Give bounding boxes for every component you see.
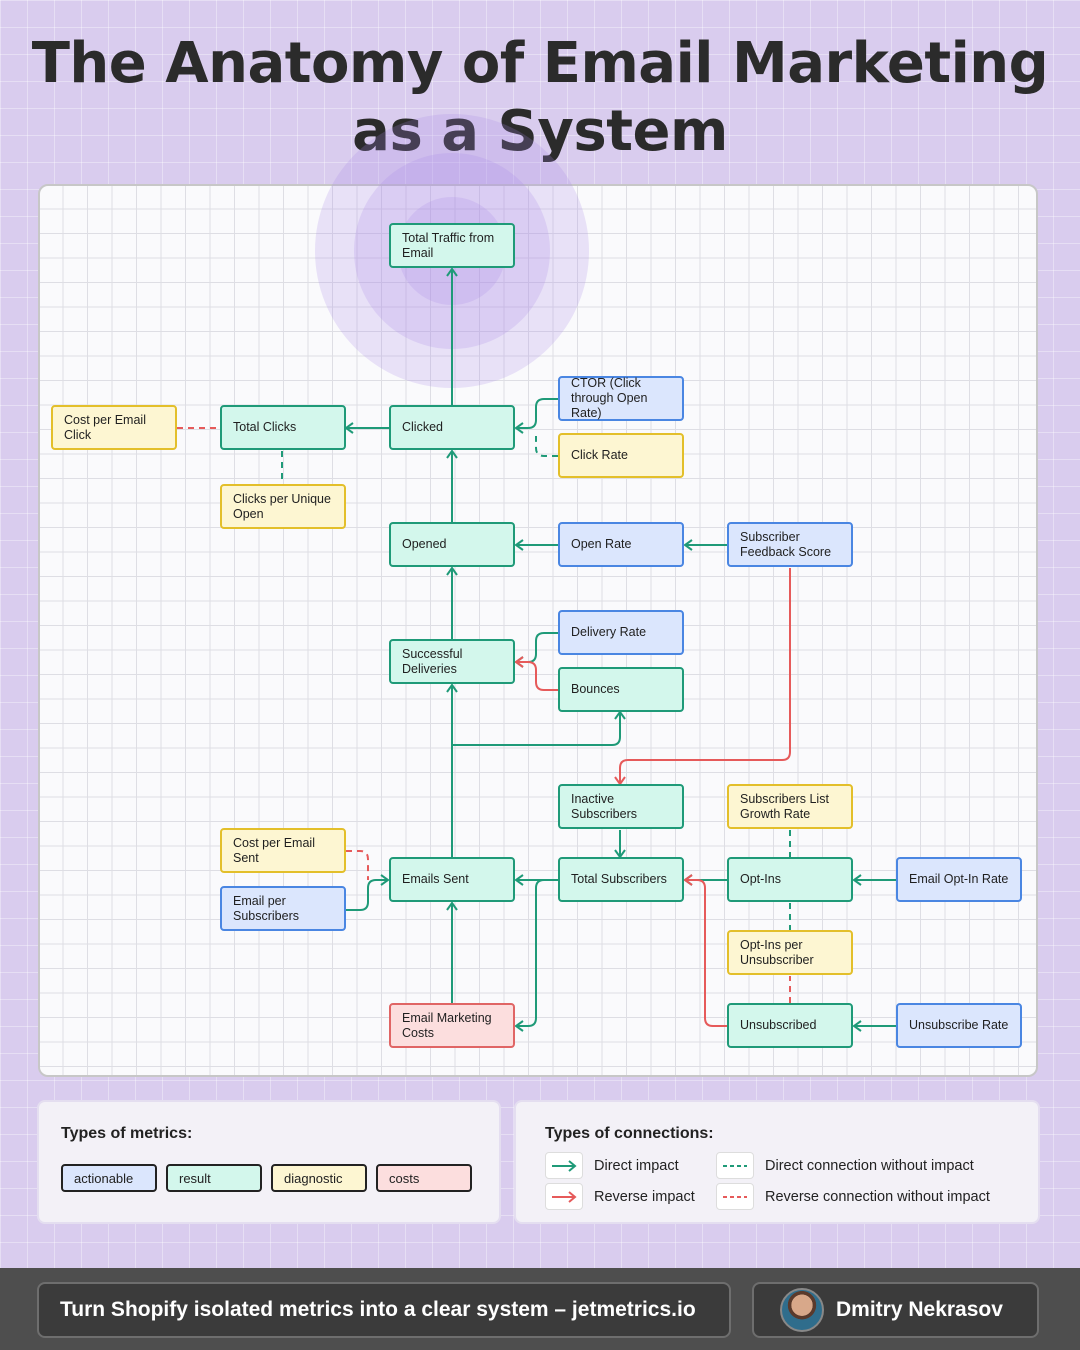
reverse-impact-label: Reverse impact xyxy=(594,1188,695,1205)
node-total-traffic[interactable]: Total Traffic from Email xyxy=(389,223,515,268)
node-total-clicks[interactable]: Total Clicks xyxy=(220,405,346,450)
node-click-rate[interactable]: Click Rate xyxy=(558,433,684,478)
reverse-no-impact-swatch xyxy=(716,1183,754,1210)
page-title: The Anatomy of Email Marketing as a Syst… xyxy=(0,30,1080,166)
legend-metrics-title: Types of metrics: xyxy=(61,1125,193,1142)
legend-metrics-panel: Types of metrics: actionable result diag… xyxy=(37,1100,501,1224)
node-unsubscribe-rate[interactable]: Unsubscribe Rate xyxy=(896,1003,1022,1048)
legend-reverse-impact: Reverse impact xyxy=(545,1183,695,1210)
title-line-1: The Anatomy of Email Marketing xyxy=(31,31,1049,96)
node-opt-ins[interactable]: Opt-Ins xyxy=(727,857,853,902)
node-label: Cost per Email Click xyxy=(64,412,146,442)
node-label: Bounces xyxy=(571,682,620,696)
node-label: Subscribers List Growth Rate xyxy=(740,791,829,821)
node-label: Opt-Ins per Unsubscriber xyxy=(740,937,814,967)
author-name: Dmitry Nekrasov xyxy=(836,1298,1003,1321)
node-clicks-per-unique-open[interactable]: Clicks per Unique Open xyxy=(220,484,346,529)
legend-direct-no-impact: Direct connection without impact xyxy=(716,1152,974,1179)
node-label: Email per Subscribers xyxy=(233,893,299,923)
node-clicked[interactable]: Clicked xyxy=(389,405,515,450)
avatar xyxy=(780,1288,824,1332)
legend-direct-impact: Direct impact xyxy=(545,1152,679,1179)
node-subscribers-list-growth-rate[interactable]: Subscribers List Growth Rate xyxy=(727,784,853,829)
node-delivery-rate[interactable]: Delivery Rate xyxy=(558,610,684,655)
node-bounces[interactable]: Bounces xyxy=(558,667,684,712)
node-opt-ins-per-unsubscriber[interactable]: Opt-Ins per Unsubscriber xyxy=(727,930,853,975)
diagram-canvas xyxy=(38,184,1038,1077)
node-email-marketing-costs[interactable]: Email Marketing Costs xyxy=(389,1003,515,1048)
node-label: Click Rate xyxy=(571,448,628,462)
direct-no-impact-label: Direct connection without impact xyxy=(765,1157,974,1174)
node-ctor[interactable]: CTOR (Click through Open Rate) xyxy=(558,376,684,421)
legend-connections-title: Types of connections: xyxy=(545,1125,714,1142)
author-badge[interactable]: Dmitry Nekrasov xyxy=(752,1282,1039,1338)
node-label: Total Clicks xyxy=(233,420,297,434)
legend-connections-panel: Types of connections: Direct impact Reve… xyxy=(514,1100,1040,1224)
node-label: Clicks per Unique Open xyxy=(233,491,331,521)
title-line-2: as a System xyxy=(352,99,728,164)
node-label: Clicked xyxy=(402,420,443,434)
legend-actionable: actionable xyxy=(61,1164,157,1192)
node-label: Opened xyxy=(402,537,447,551)
direct-impact-label: Direct impact xyxy=(594,1157,679,1174)
node-inactive-subscribers[interactable]: Inactive Subscribers xyxy=(558,784,684,829)
node-label: Delivery Rate xyxy=(571,625,647,639)
cta-link[interactable]: Turn Shopify isolated metrics into a cle… xyxy=(37,1282,731,1338)
node-label: Email Opt-In Rate xyxy=(909,872,1009,886)
legend-diagnostic: diagnostic xyxy=(271,1164,367,1192)
node-label: Total Subscribers xyxy=(571,872,667,886)
node-label: Successful Deliveries xyxy=(402,646,463,676)
node-opened[interactable]: Opened xyxy=(389,522,515,567)
direct-impact-swatch xyxy=(545,1152,583,1179)
reverse-impact-swatch xyxy=(545,1183,583,1210)
legend-result: result xyxy=(166,1164,262,1192)
node-successful-deliveries[interactable]: Successful Deliveries xyxy=(389,639,515,684)
node-cost-per-email-sent[interactable]: Cost per Email Sent xyxy=(220,828,346,873)
node-label: Opt-Ins xyxy=(740,872,781,886)
node-label: Unsubscribed xyxy=(740,1018,817,1032)
node-label: Unsubscribe Rate xyxy=(909,1018,1009,1032)
legend-costs: costs xyxy=(376,1164,472,1192)
node-unsubscribed[interactable]: Unsubscribed xyxy=(727,1003,853,1048)
node-label: CTOR (Click through Open Rate) xyxy=(571,376,648,420)
node-cost-per-email-click[interactable]: Cost per Email Click xyxy=(51,405,177,450)
node-label: Open Rate xyxy=(571,537,632,551)
node-label: Inactive Subscribers xyxy=(571,791,637,821)
node-email-opt-in-rate[interactable]: Email Opt-In Rate xyxy=(896,857,1022,902)
node-label: Emails Sent xyxy=(402,872,469,886)
footer-bar: Turn Shopify isolated metrics into a cle… xyxy=(0,1268,1080,1350)
node-label: Cost per Email Sent xyxy=(233,835,315,865)
node-email-per-subscribers[interactable]: Email per Subscribers xyxy=(220,886,346,931)
node-emails-sent[interactable]: Emails Sent xyxy=(389,857,515,902)
node-label: Total Traffic from Email xyxy=(402,230,495,260)
node-label: Subscriber Feedback Score xyxy=(740,529,832,559)
node-total-subscribers[interactable]: Total Subscribers xyxy=(558,857,684,902)
reverse-no-impact-label: Reverse connection without impact xyxy=(765,1188,990,1205)
direct-no-impact-swatch xyxy=(716,1152,754,1179)
legend-reverse-no-impact: Reverse connection without impact xyxy=(716,1183,990,1210)
cta-text: Turn Shopify isolated metrics into a cle… xyxy=(60,1298,696,1321)
node-subscriber-feedback-score[interactable]: Subscriber Feedback Score xyxy=(727,522,853,567)
node-open-rate[interactable]: Open Rate xyxy=(558,522,684,567)
node-label: Email Marketing Costs xyxy=(402,1010,492,1040)
